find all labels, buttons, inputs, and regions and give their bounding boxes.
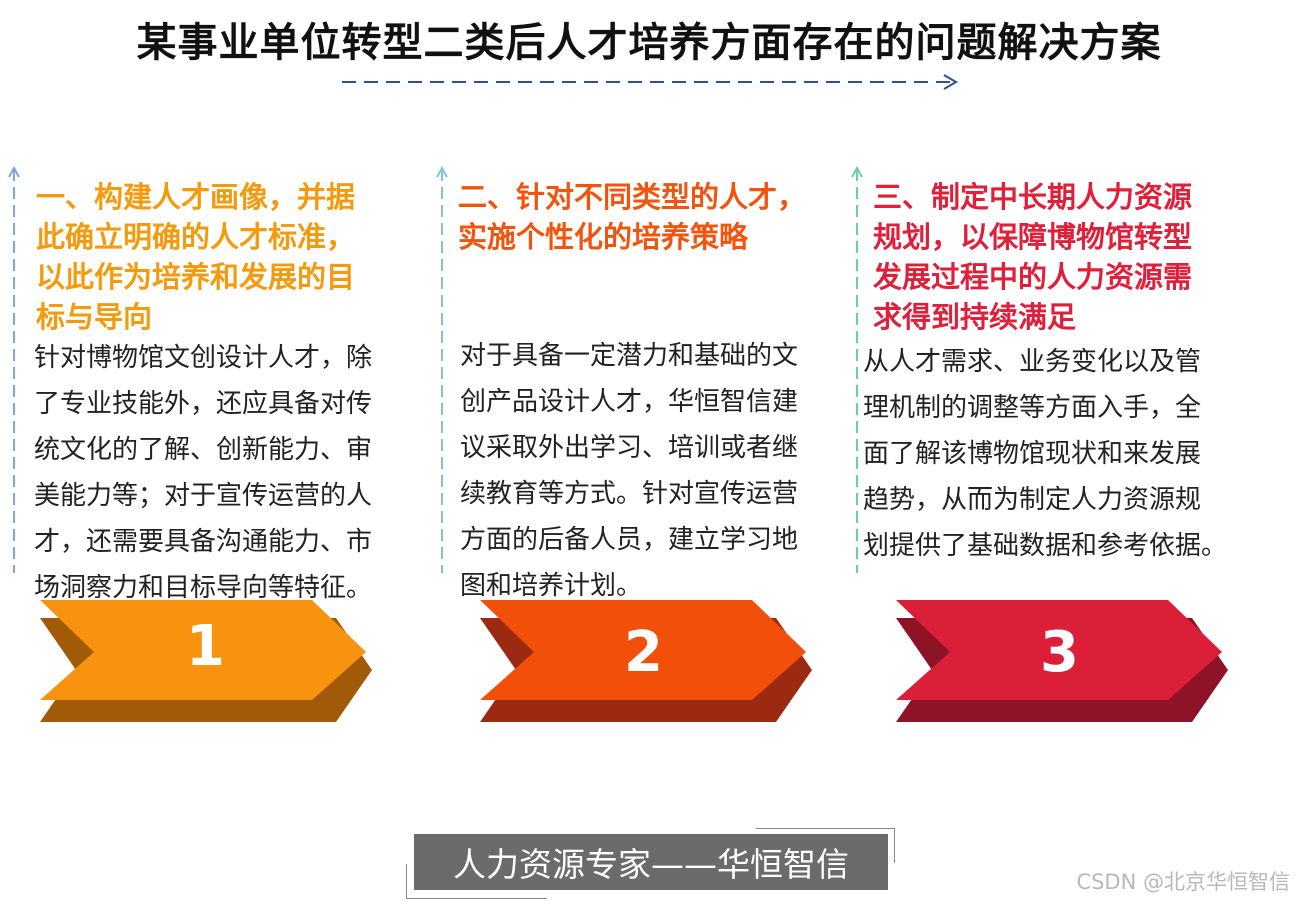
dashed-arrow-icon bbox=[342, 74, 958, 90]
step-number: 2 bbox=[624, 620, 663, 685]
solution-heading: 二、针对不同类型的人才， 实施个性化的培养策略 bbox=[458, 180, 807, 254]
step-number: 1 bbox=[186, 614, 225, 679]
chevron-arrow-1 bbox=[40, 600, 372, 722]
page-title: 某事业单位转型二类后人才培养方面存在的问题解决方案 bbox=[136, 20, 1162, 66]
footer-frame-corner bbox=[756, 828, 895, 863]
solution-body: 针对博物馆文创设计人才，除 了专业技能外，还应具备对传 统文化的了解、创新能力、… bbox=[34, 343, 373, 603]
solution-body: 对于具备一定潜力和基础的文 创产品设计人才，华恒智信建 议采取外出学习、培训或者… bbox=[460, 341, 799, 601]
dashed-vertical-arrow-icon bbox=[8, 165, 20, 573]
solution-heading: 一、构建人才画像，并据 此确立明确的人才标准， 以此作为培养和发展的目 标与导向 bbox=[36, 180, 356, 334]
dashed-vertical-arrow-icon bbox=[436, 165, 448, 573]
dashed-vertical-arrow-icon bbox=[851, 165, 863, 573]
watermark: CSDN @北京华恒智信 bbox=[1076, 870, 1290, 894]
chevron-arrow-3 bbox=[896, 600, 1228, 722]
solution-body: 从人才需求、业务变化以及管 理机制的调整等方面入手，全 面了解该博物馆现状和来发… bbox=[863, 347, 1228, 561]
step-number: 3 bbox=[1040, 620, 1079, 685]
solution-heading: 三、制定中长期人力资源 规划，以保障博物馆转型 发展过程中的人力资源需 求得到持… bbox=[873, 180, 1193, 334]
footer-banner: 人力资源专家——华恒智信 bbox=[414, 834, 888, 890]
footer-frame-corner bbox=[406, 864, 547, 899]
chevron-arrow-2 bbox=[480, 600, 812, 722]
